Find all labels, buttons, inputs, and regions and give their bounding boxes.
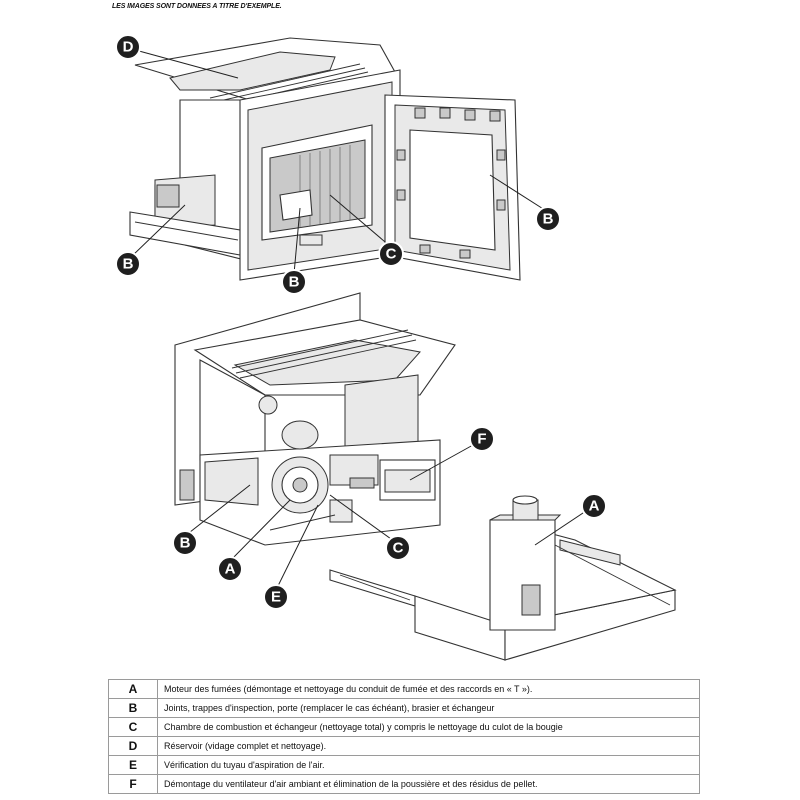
- legend-description: Vérification du tuyau d'aspiration de l'…: [157, 755, 700, 775]
- callout-letter: A: [589, 498, 600, 515]
- leader-lines: [130, 50, 593, 591]
- callout-letter: D: [123, 39, 134, 56]
- legend-row: B Joints, trappes d'inspection, porte (r…: [108, 698, 700, 718]
- legend-key: D: [108, 736, 158, 756]
- legend-row: C Chambre de combustion et échangeur (ne…: [108, 717, 700, 737]
- callout-b-top-right: B: [535, 206, 561, 232]
- callout-letter: B: [289, 274, 300, 291]
- legend-description: Joints, trappes d'inspection, porte (rem…: [157, 698, 700, 718]
- legend-key: E: [108, 755, 158, 775]
- stove-rear-view: [174, 292, 456, 546]
- callout-letter: B: [180, 535, 191, 552]
- callout-c-top: C: [378, 241, 404, 267]
- legend-row: A Moteur des fumées (démontage et nettoy…: [108, 679, 700, 699]
- callout-letter: B: [543, 211, 554, 228]
- legend-row: E Vérification du tuyau d'aspiration de …: [108, 755, 700, 775]
- callout-letter: B: [123, 256, 134, 273]
- legend-description: Réservoir (vidage complet et nettoyage).: [157, 736, 700, 756]
- legend-description: Chambre de combustion et échangeur (nett…: [157, 717, 700, 737]
- callout-e-bottom: E: [263, 584, 289, 610]
- callout-b-bottom: B: [172, 530, 198, 556]
- callout-letter: E: [271, 589, 281, 606]
- callout-b-top-left: B: [115, 251, 141, 277]
- legend-description: Moteur des fumées (démontage et nettoyag…: [157, 679, 700, 699]
- callout-c-bottom: C: [385, 535, 411, 561]
- callout-d-top: D: [115, 34, 141, 60]
- legend-table: A Moteur des fumées (démontage et nettoy…: [108, 679, 700, 794]
- disclaimer-text: LES IMAGES SONT DONNEES A TITRE D'EXEMPL…: [112, 3, 282, 10]
- callout-a-motor: A: [217, 556, 243, 582]
- legend-key: F: [108, 774, 158, 794]
- legend-description: Démontage du ventilateur d'air ambiant e…: [157, 774, 700, 794]
- callout-f-bottom: F: [469, 426, 495, 452]
- legend-row: D Réservoir (vidage complet et nettoyage…: [108, 736, 700, 756]
- callout-letter: F: [477, 431, 486, 448]
- maintenance-diagram: D B B C B F A B A C E: [115, 34, 677, 661]
- slide-frame: [329, 495, 677, 661]
- callout-letter: C: [393, 540, 404, 557]
- legend-key: B: [108, 698, 158, 718]
- legend-key: A: [108, 679, 158, 699]
- legend-row: F Démontage du ventilateur d'air ambiant…: [108, 774, 700, 794]
- callout-a-duct: A: [581, 493, 607, 519]
- callout-b-top-center: B: [281, 269, 307, 295]
- legend-key: C: [108, 717, 158, 737]
- callout-letter: C: [386, 246, 397, 263]
- callout-letter: A: [225, 561, 236, 578]
- stove-front-view: [129, 37, 521, 281]
